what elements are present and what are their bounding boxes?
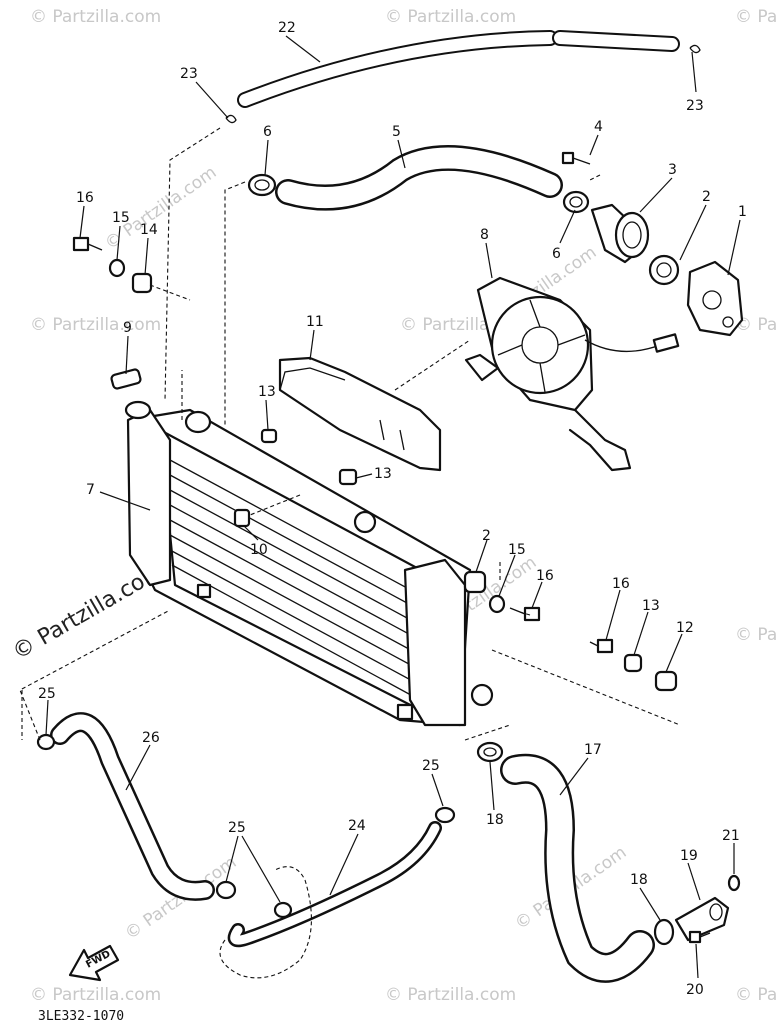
fwd-arrow-icon: FWD — [68, 944, 120, 982]
radiator-cover-11 — [278, 356, 442, 472]
callout-25: 25 — [228, 820, 246, 836]
collar-13-upper — [260, 428, 278, 444]
washer-15-lower — [488, 594, 506, 614]
watermark: © Partzilla.com — [30, 315, 161, 335]
callout-20: 20 — [686, 982, 704, 998]
bolt-16-upper — [72, 236, 103, 252]
cap-9 — [110, 368, 142, 390]
callouts: 22 23 23 6 5 4 3 2 1 6 8 16 15 14 9 11 1… — [38, 20, 747, 998]
thermostat-housing-1 — [686, 260, 744, 337]
hose-5 — [275, 145, 563, 211]
grommet-14 — [131, 272, 153, 294]
callout-26: 26 — [142, 730, 160, 746]
callout-8: 8 — [480, 227, 489, 243]
callout-3: 3 — [668, 162, 677, 178]
callout-5: 5 — [392, 124, 401, 140]
hose-24 — [219, 821, 442, 979]
collar-13-right — [623, 653, 643, 673]
bolt-4 — [561, 151, 591, 165]
collar-13-mid — [338, 468, 358, 486]
bolt-20 — [688, 930, 711, 944]
grommet-12 — [654, 670, 678, 692]
watermark-layer: © Partzilla.com © Partzilla.com © Partzi… — [9, 7, 776, 1005]
o-ring-21 — [727, 874, 741, 892]
radiator-core — [169, 459, 421, 701]
callout-4: 4 — [594, 119, 603, 135]
bolt-16-lower — [509, 606, 541, 622]
hose-26 — [50, 712, 215, 901]
callout-2: 2 — [482, 528, 491, 544]
callout-7: 7 — [86, 482, 95, 498]
watermark: © Partzilla.com — [735, 7, 776, 27]
callout-18: 18 — [630, 872, 648, 888]
callout-13: 13 — [642, 598, 660, 614]
hose-clamp-6 — [247, 173, 590, 214]
callout-16: 16 — [612, 576, 630, 592]
watermark: © Partzilla.com — [30, 985, 161, 1005]
callout-9: 9 — [123, 320, 132, 336]
callout-18: 18 — [486, 812, 504, 828]
radiator-7 — [124, 400, 494, 727]
callout-10: 10 — [250, 542, 268, 558]
callout-13: 13 — [258, 384, 276, 400]
callout-2: 2 — [702, 189, 711, 205]
callout-23: 23 — [180, 66, 198, 82]
callout-6: 6 — [552, 246, 561, 262]
callout-16: 16 — [76, 190, 94, 206]
bolt-16-right — [589, 638, 614, 654]
callout-15: 15 — [112, 210, 130, 226]
callout-12: 12 — [676, 620, 694, 636]
watermark: © Partzilla.com — [385, 985, 516, 1005]
assembly-lines — [19, 127, 681, 741]
washer-15-upper — [108, 258, 126, 278]
callout-17: 17 — [584, 742, 602, 758]
callout-15: 15 — [508, 542, 526, 558]
callout-1: 1 — [738, 204, 747, 220]
thermostat-2 — [648, 254, 680, 286]
callout-19: 19 — [680, 848, 698, 864]
grommet-10 — [233, 508, 251, 528]
callout-11: 11 — [306, 314, 324, 330]
drawing-code: 3LE332-1070 — [38, 1009, 124, 1024]
water-pipe-19 — [674, 896, 730, 942]
watermark: © Partzilla.com — [385, 7, 516, 27]
leader-lines — [45, 35, 741, 979]
watermark: © Partzilla.com — [735, 985, 776, 1005]
callout-24: 24 — [348, 818, 366, 834]
hose-22 — [237, 30, 680, 108]
hose-clamp-18 — [476, 741, 675, 946]
watermark: © Partzilla.com — [30, 7, 161, 27]
watermark: © Partzilla.com — [735, 625, 776, 645]
callout-25: 25 — [38, 686, 56, 702]
watermark: © Partzilla.com — [735, 315, 776, 335]
callout-6: 6 — [263, 124, 272, 140]
callout-23: 23 — [686, 98, 704, 114]
clip-23 — [225, 44, 701, 124]
grommet-2-lower — [463, 570, 487, 594]
callout-21: 21 — [722, 828, 740, 844]
callout-16: 16 — [536, 568, 554, 584]
callout-13: 13 — [374, 466, 392, 482]
callout-25: 25 — [422, 758, 440, 774]
cooling-fan-8 — [464, 276, 680, 472]
thermostat-cover-3 — [590, 203, 650, 264]
callout-14: 14 — [140, 222, 158, 238]
callout-22: 22 — [278, 20, 296, 36]
hose-17 — [500, 753, 655, 983]
